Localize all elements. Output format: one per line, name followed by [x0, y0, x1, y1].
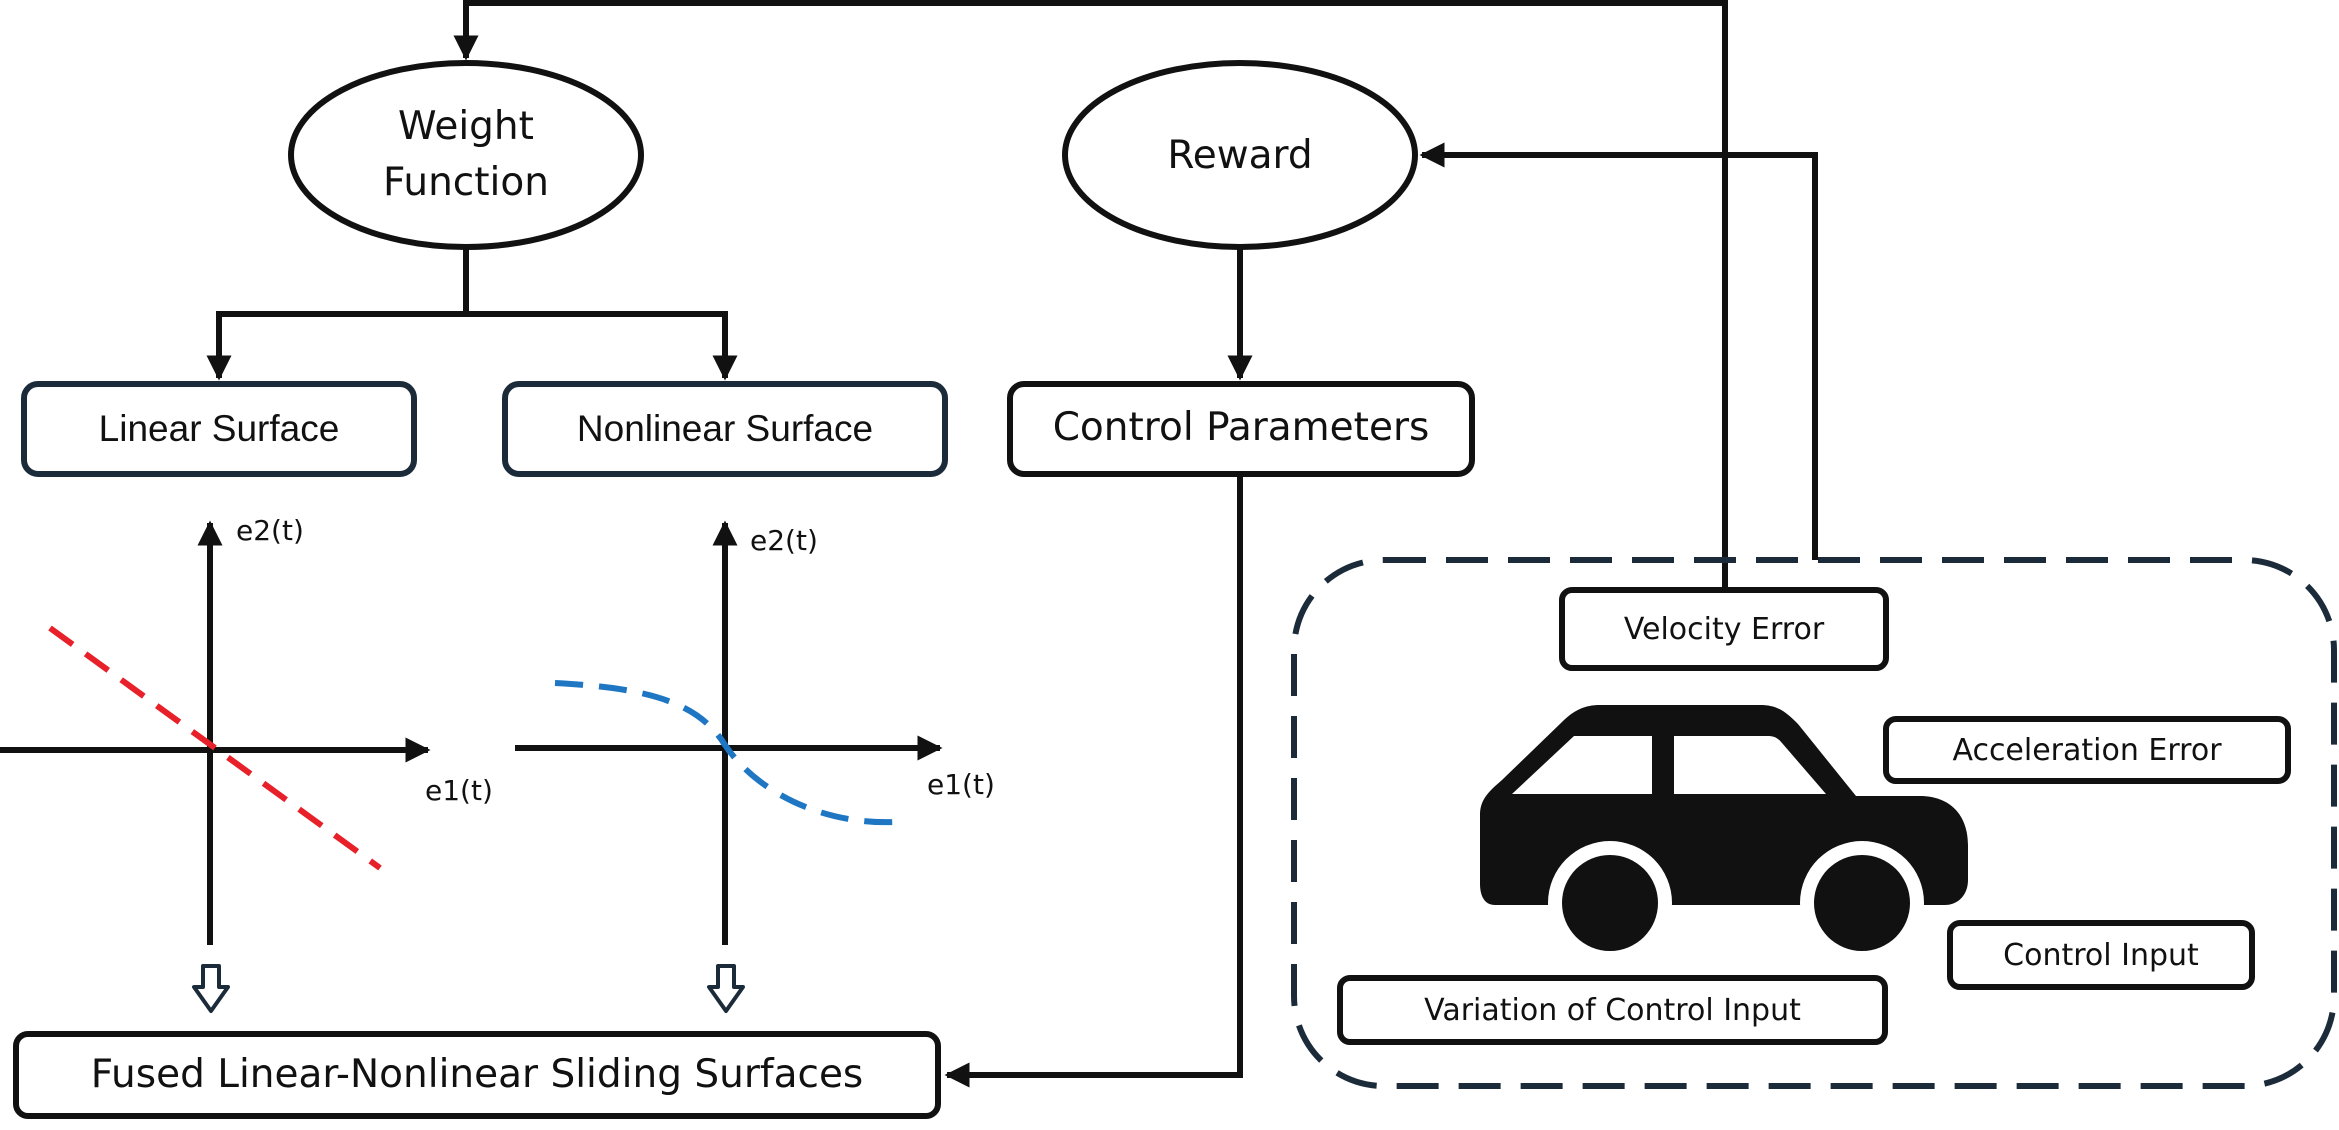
fused-surfaces-box — [13, 1031, 941, 1119]
linear-surface-curve — [48, 625, 382, 871]
linear-y-axis-label: e2(t) — [236, 513, 304, 547]
control-parameters-label: Control Parameters — [1052, 404, 1430, 450]
fused-surfaces-label: Fused Linear-Nonlinear Sliding Surfaces — [90, 1051, 864, 1097]
nonlinear-surface-label: Nonlinear Surface — [576, 408, 874, 449]
reward-label: Reward — [1167, 132, 1313, 178]
car-icon — [1480, 705, 1968, 965]
linear-surface-box — [21, 381, 417, 477]
velocity-error-box — [1559, 587, 1889, 671]
nonlinear-surface-box — [502, 381, 948, 477]
feedback-to-reward — [1419, 142, 1818, 560]
linear-surface-label: Linear Surface — [98, 408, 340, 449]
control-parameters-box — [1007, 381, 1475, 477]
nonlinear-y-axis-label: e2(t) — [750, 523, 818, 557]
linear-to-fused-arrow — [192, 964, 230, 1013]
variation-control-input-label: Variation of Control Input — [1424, 992, 1801, 1028]
control-input-label: Control Input — [2003, 937, 2199, 973]
split-to-linear — [206, 311, 466, 381]
control-input-box — [1947, 920, 2255, 990]
nonlinear-x-axis-label: e1(t) — [927, 767, 995, 801]
nonlinear-surface-curve — [554, 680, 896, 826]
linear-x-axis-label: e1(t) — [425, 773, 493, 807]
velocity-error-label: Velocity Error — [1623, 611, 1825, 647]
nonlinear-to-fused-arrow — [707, 964, 745, 1013]
weight-function-label: Weight Function — [383, 104, 549, 205]
acceleration-error-label: Acceleration Error — [1952, 732, 2222, 768]
feedback-to-weight-function — [453, 0, 1728, 590]
variation-control-input-box — [1337, 975, 1888, 1045]
split-to-nonlinear — [466, 311, 738, 381]
control-params-to-fused — [944, 474, 1243, 1088]
acceleration-error-box — [1883, 716, 2291, 784]
